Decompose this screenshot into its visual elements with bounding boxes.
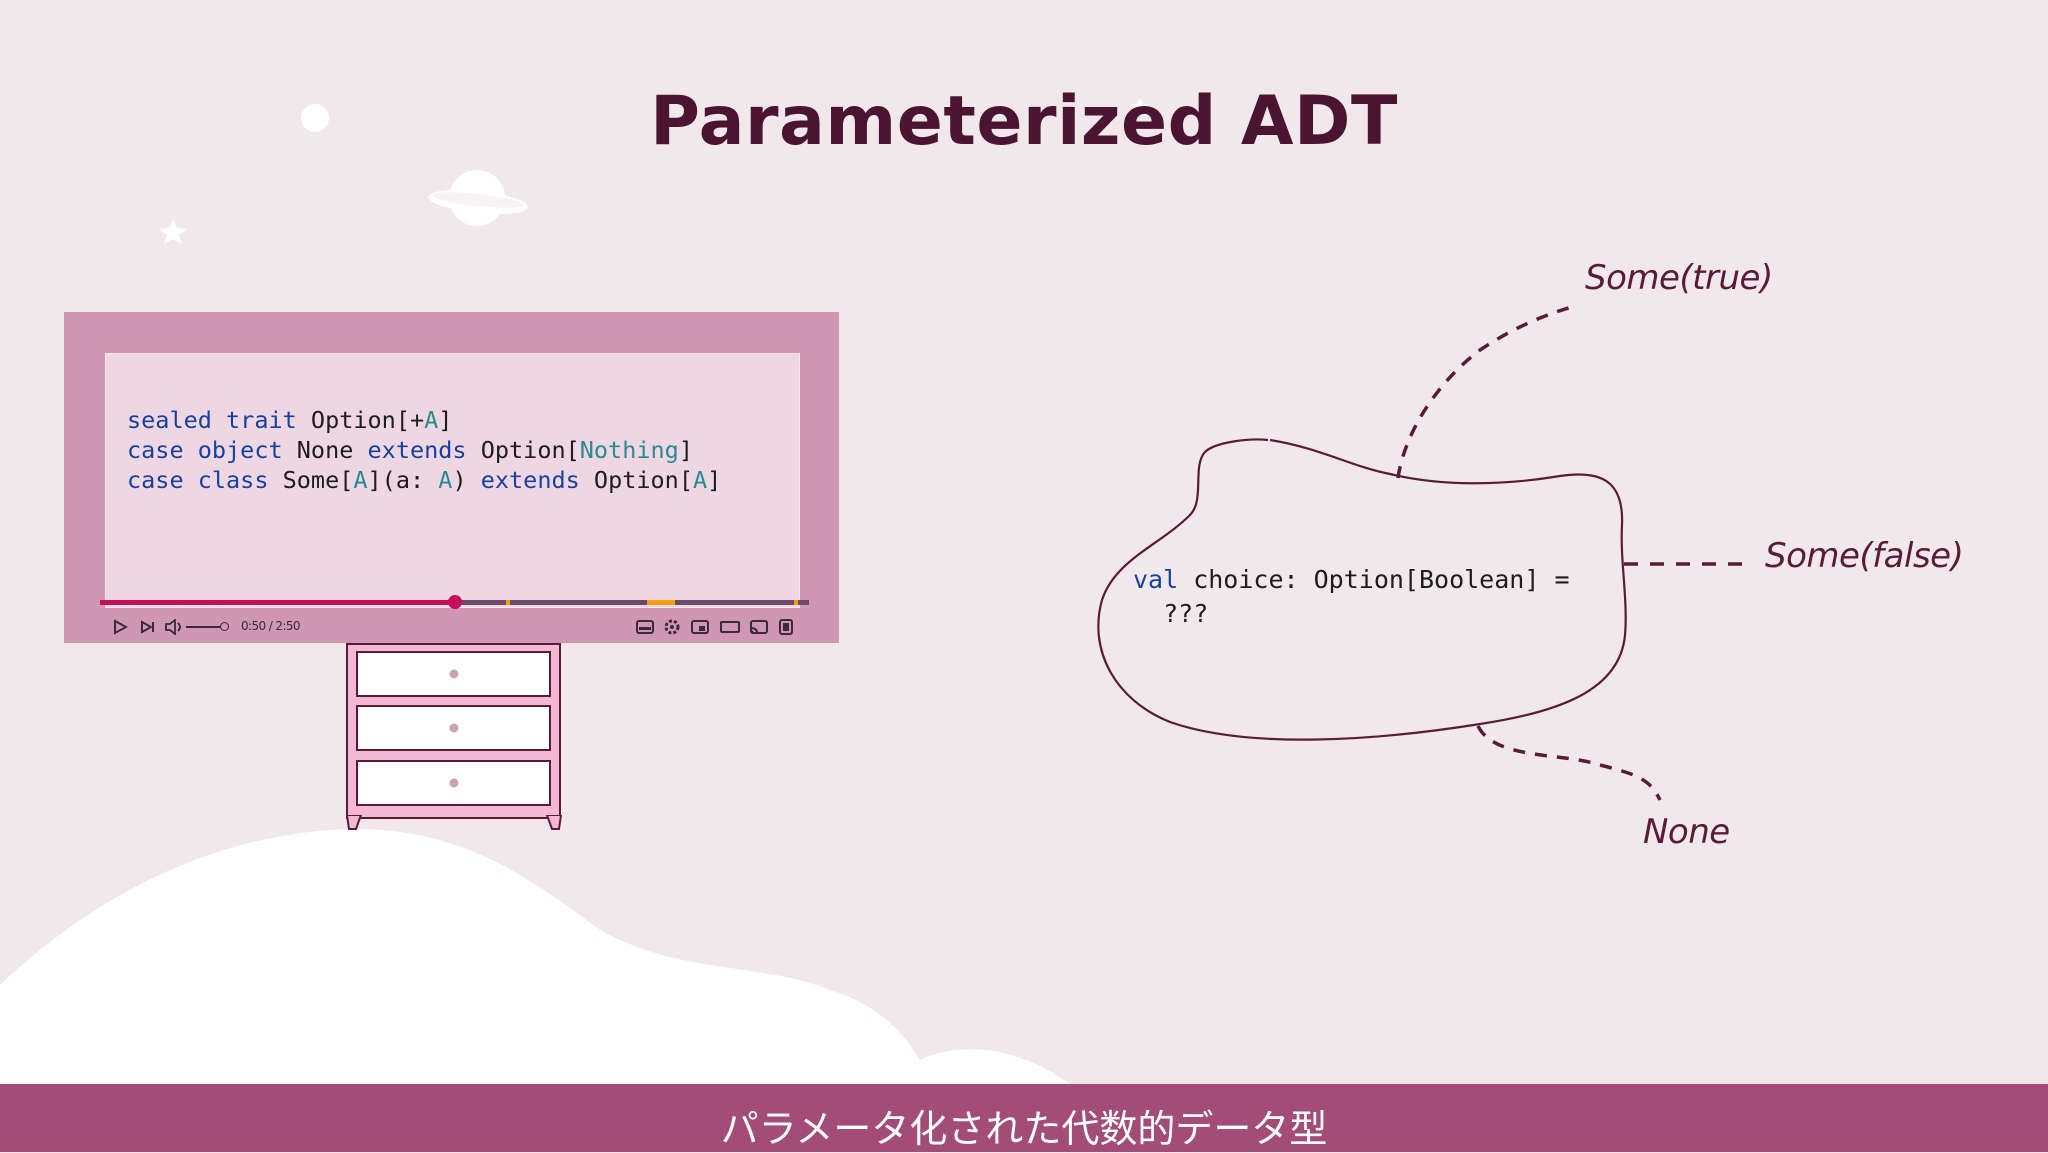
drawer [356, 705, 551, 751]
code-type: A [353, 466, 368, 494]
code-type: A [438, 466, 453, 494]
code-text: ??? [1133, 599, 1209, 628]
miniplayer-icon [691, 620, 709, 634]
play-button[interactable] [110, 617, 130, 637]
progress-handle[interactable] [447, 595, 462, 609]
code-text: ](a: [367, 466, 439, 494]
drawer-knob [449, 669, 458, 679]
slide-title: Parameterized ADT [650, 82, 1398, 161]
theater-mode-button[interactable] [718, 617, 742, 637]
snow-hill [0, 829, 1070, 1084]
subtitle-text: パラメータ化された代数的データ型 [720, 1107, 1328, 1151]
code-type: A [692, 466, 708, 494]
dresser-legs [345, 815, 563, 830]
drawer [356, 651, 551, 697]
chapter-marker [506, 600, 510, 605]
label-none: None [1643, 812, 1730, 852]
code-text: Option[ [579, 466, 693, 494]
volume-handle[interactable] [220, 622, 229, 631]
volume-icon [165, 619, 181, 635]
next-button[interactable] [138, 617, 158, 637]
code-text: Option[+ [296, 406, 425, 434]
drawer-knob [449, 723, 458, 733]
code-line: case class Some[A](a: A) extends Option[… [127, 465, 721, 495]
fullscreen-icon [779, 619, 793, 635]
dresser [346, 643, 561, 819]
video-screen[interactable] [105, 353, 800, 608]
code-text: ] [707, 466, 722, 494]
code-text: Some[ [268, 466, 354, 494]
connector-none [1476, 725, 1662, 801]
code-keyword: case object [127, 436, 283, 464]
chapter-marker [647, 600, 675, 605]
volume-slider[interactable] [186, 626, 224, 628]
code-type: Nothing [579, 436, 679, 464]
fullscreen-button[interactable] [776, 617, 796, 637]
code-text: Option[ [466, 436, 580, 464]
theater-icon [720, 621, 740, 633]
code-keyword: sealed trait [127, 406, 297, 434]
cloud-code-block: val choice: Option[Boolean] = ??? [1133, 563, 1570, 631]
moon-dot [301, 104, 329, 132]
code-type: A [424, 406, 439, 434]
drawer-knob [449, 778, 458, 788]
code-text: choice: Option[Boolean] = [1178, 565, 1570, 594]
cloud-outline [1097, 438, 1627, 741]
planet-icon [428, 170, 528, 226]
code-keyword: case class [127, 466, 269, 494]
code-text: ] [678, 436, 693, 464]
time-display: 0:50 / 2:50 [241, 619, 301, 633]
code-line: case object None extends Option[Nothing] [127, 435, 721, 465]
code-keyword: extends [367, 436, 467, 464]
connector-some-true [1396, 304, 1576, 479]
miniplayer-button[interactable] [689, 617, 711, 637]
drawer [356, 760, 551, 806]
cast-button[interactable] [748, 617, 770, 637]
subtitle-bar [0, 1084, 2048, 1152]
code-line: sealed trait Option[+A] [127, 405, 721, 435]
subtitles-icon [636, 620, 654, 634]
settings-icon [664, 619, 680, 635]
settings-button[interactable] [661, 617, 683, 637]
mute-button[interactable] [163, 617, 185, 637]
progress-bar[interactable] [100, 595, 809, 609]
code-text: ) [452, 466, 481, 494]
star-icon [159, 219, 187, 244]
label-some-true: Some(true) [1585, 258, 1773, 298]
next-icon [141, 620, 154, 634]
label-some-false: Some(false) [1765, 536, 1964, 576]
play-icon [114, 619, 128, 635]
subtitles-button[interactable] [634, 617, 656, 637]
code-text: None [282, 436, 368, 464]
chapter-marker [794, 600, 798, 605]
code-keyword: extends [480, 466, 580, 494]
progress-fill [100, 600, 455, 605]
code-keyword: val [1133, 565, 1179, 594]
star-icon [1130, 98, 1150, 116]
cast-icon [750, 620, 768, 634]
code-block: sealed trait Option[+A]case object None … [127, 405, 721, 495]
code-text: ] [438, 406, 453, 434]
